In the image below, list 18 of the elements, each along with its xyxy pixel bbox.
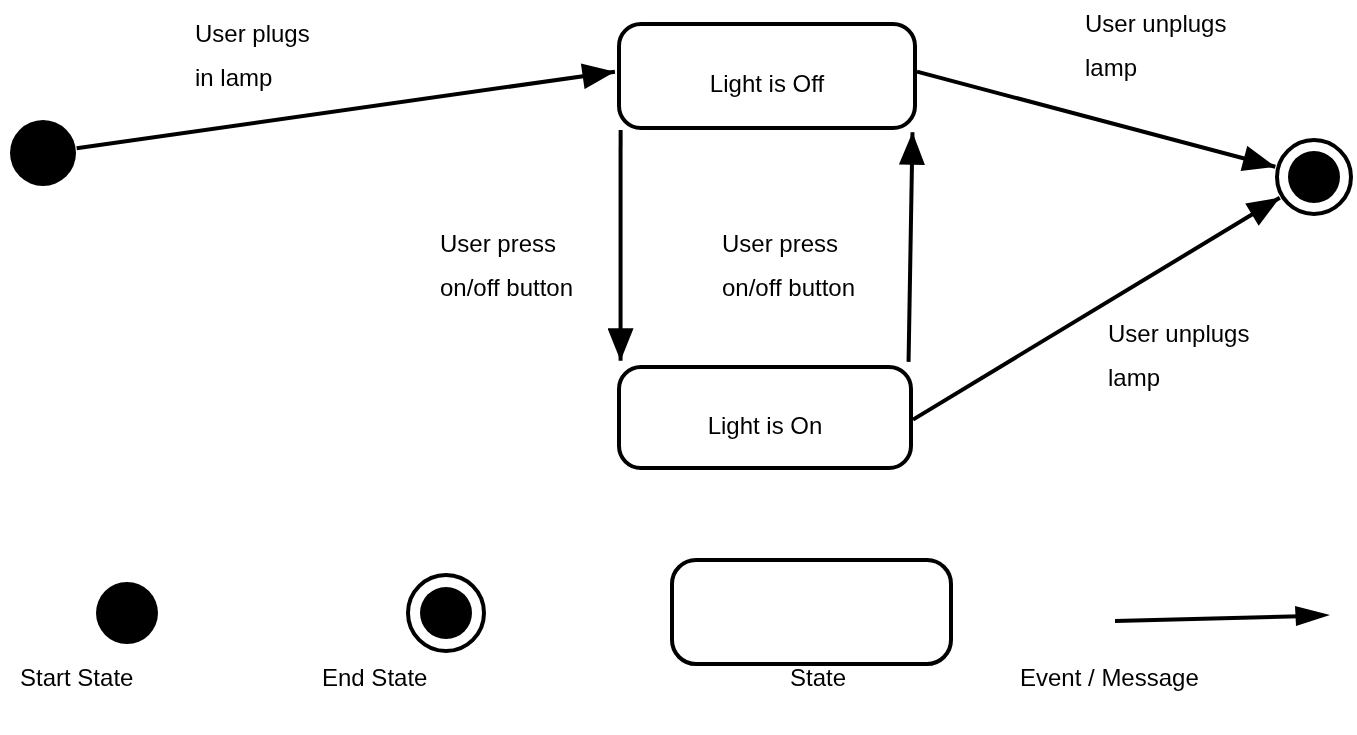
state-label: Light is On bbox=[707, 410, 823, 441]
legend-label: Start State bbox=[20, 663, 134, 693]
legend-label: Event / Message bbox=[1020, 663, 1199, 693]
transition-arrow bbox=[607, 130, 634, 361]
edge-label: User unplugs lamp bbox=[1108, 319, 1251, 393]
edge-label: User press on/off button bbox=[722, 229, 856, 303]
edge-label: User press on/off button bbox=[440, 229, 574, 303]
transition-arrow bbox=[76, 63, 616, 151]
state-box bbox=[617, 22, 917, 130]
edge-label: User unplugs lamp bbox=[1085, 9, 1228, 83]
transition-arrow bbox=[911, 196, 1281, 422]
legend-label: State bbox=[790, 663, 847, 693]
transition-arrow bbox=[898, 132, 925, 362]
state-box bbox=[617, 365, 913, 470]
state-label: Light is Off bbox=[709, 69, 825, 99]
edge-label: User plugs in lamp bbox=[195, 19, 311, 93]
transition-arrow bbox=[916, 69, 1276, 171]
legend-label: End State bbox=[322, 663, 428, 693]
